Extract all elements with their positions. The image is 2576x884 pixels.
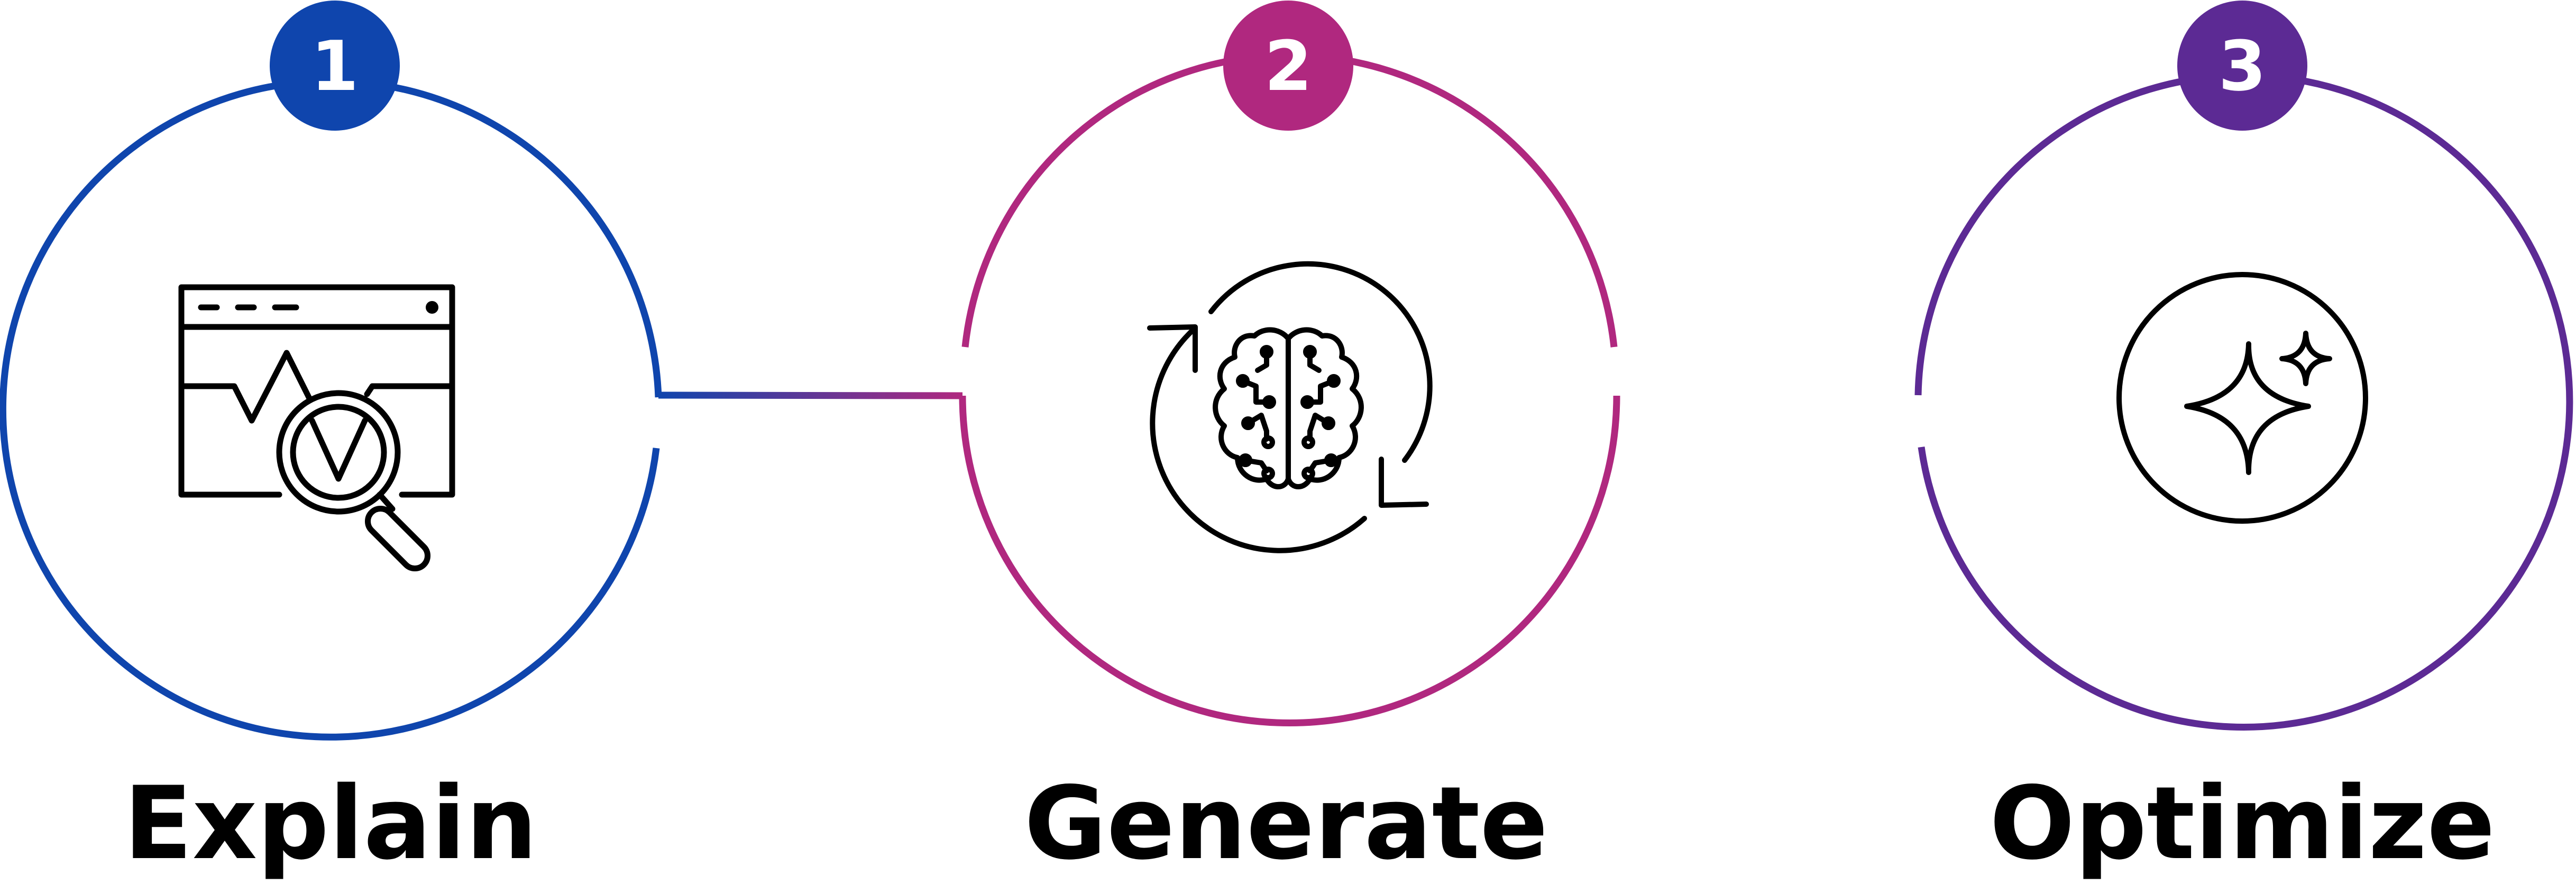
- step-1-number-badge: [270, 1, 400, 131]
- step-1-label: Explain: [124, 765, 537, 881]
- step-3-number: 3: [2219, 26, 2266, 106]
- step-2: 2: [959, 1, 1620, 882]
- step-1-ring: [0, 77, 662, 741]
- step-3-number-badge: [2177, 1, 2307, 131]
- step-3-label: Optimize: [1990, 765, 2495, 881]
- step-2-label: Generate: [1024, 765, 1548, 881]
- browser-analytics-magnifier-icon: [178, 284, 455, 572]
- step-1: 1 Explain: [0, 1, 662, 882]
- step-3: 3 Optimize: [1914, 1, 2573, 882]
- step-3-ring: [1914, 72, 2573, 731]
- step-1-number: 1: [311, 26, 359, 106]
- connector-1-2: [658, 391, 963, 399]
- sparkle-circle-icon: [2116, 272, 2368, 524]
- step-2-number-badge: [1223, 1, 1353, 131]
- brain-circuit-cycle-icon: [1147, 261, 1433, 553]
- step-2-number: 2: [1264, 26, 1312, 106]
